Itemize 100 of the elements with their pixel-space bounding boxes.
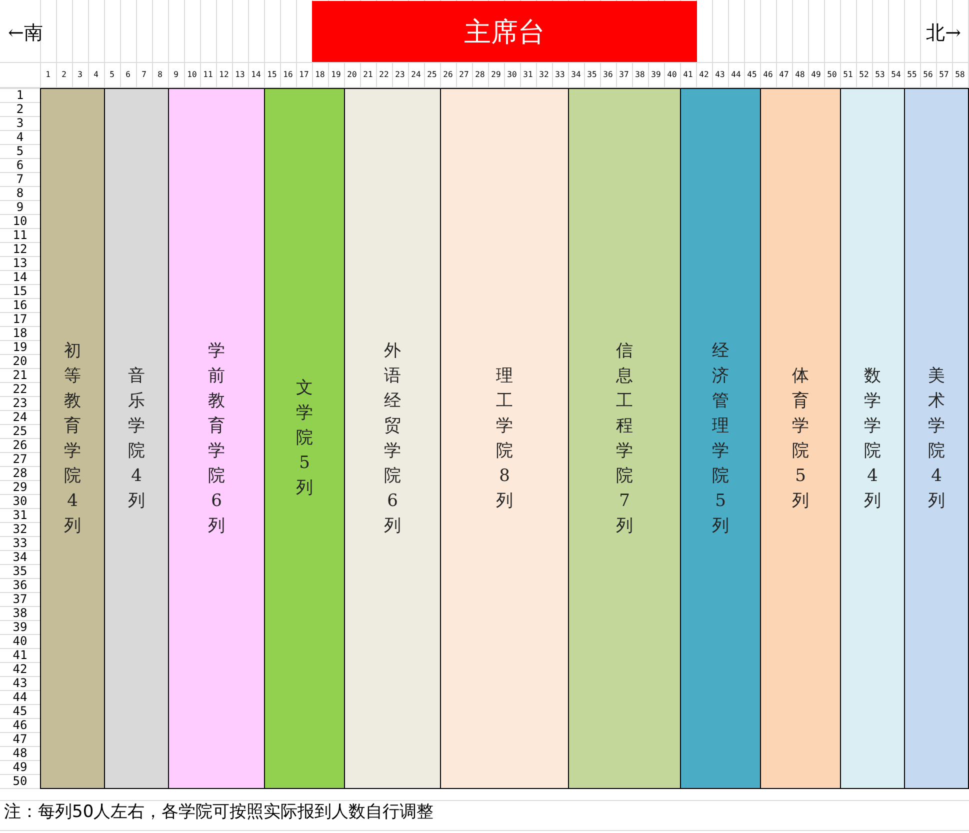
row-number: 7 [15,172,25,186]
row-number: 28 [12,466,28,480]
column-number: 21 [362,69,374,81]
row-number: 42 [12,662,28,676]
row-number: 49 [12,760,28,774]
row-number: 45 [12,704,28,718]
college-band [568,88,681,789]
row-number: 33 [12,536,28,550]
column-number: 2 [60,69,68,81]
direction-text: ←南 [8,21,43,46]
column-number: 9 [172,69,180,81]
column-number: 30 [506,69,518,81]
column-number: 57 [938,69,950,81]
row-number: 12 [12,242,28,256]
column-number: 17 [298,69,310,81]
row-number: 31 [12,508,28,522]
college-name: 信息工程学院7列 [616,340,634,538]
column-number: 49 [810,69,822,81]
column-number: 16 [282,69,294,81]
column-number: 28 [474,69,486,81]
column-number: 54 [890,69,902,81]
row-number: 30 [12,494,28,508]
college-name: 外语经贸学院6列 [384,340,402,538]
row-number: 21 [12,368,28,382]
column-number: 23 [394,69,406,81]
row-number: 23 [12,396,28,410]
column-number: 18 [314,69,326,81]
college-band [168,88,265,789]
column-number: 41 [682,69,694,81]
column-number: 58 [954,69,966,81]
column-number: 33 [554,69,566,81]
row-number: 9 [15,200,25,214]
column-number: 24 [410,69,422,81]
column-number: 10 [186,69,198,81]
row-number: 47 [12,732,28,746]
row-number: 44 [12,690,28,704]
college-name: 体育学院5列 [792,364,810,512]
row-number: 32 [12,522,28,536]
column-number: 13 [234,69,246,81]
column-number: 15 [266,69,278,81]
row-number: 10 [12,214,28,228]
column-number: 25 [426,69,438,81]
row-number: 34 [12,550,28,564]
column-number: 12 [218,69,230,81]
column-number: 38 [634,69,646,81]
row-number: 29 [12,480,28,494]
column-number: 19 [330,69,342,81]
row-number: 11 [12,228,28,242]
column-number: 14 [250,69,262,81]
college-band [440,88,569,789]
column-number: 53 [874,69,886,81]
row-number: 27 [12,452,28,466]
college-band [680,88,761,789]
note-text: 注：每列50人左右，各学院可按照实际报到人数自行调整 [4,801,434,824]
row-number: 4 [15,130,25,144]
college-band [760,88,841,789]
column-number: 31 [522,69,534,81]
column-number: 6 [124,69,132,81]
row-number: 14 [12,270,28,284]
column-number: 47 [778,69,790,81]
column-number: 1 [44,69,52,81]
row-number: 16 [12,298,28,312]
column-number: 39 [650,69,662,81]
college-name: 理工学院8列 [496,364,514,512]
row-number: 25 [12,424,28,438]
college-band [344,88,441,789]
column-number: 7 [140,69,148,81]
column-number: 56 [922,69,934,81]
column-number: 22 [378,69,390,81]
column-number: 37 [618,69,630,81]
row-number: 3 [15,116,25,130]
college-band [40,88,105,789]
college-name: 初等教育学院4列 [64,340,82,538]
college-band [904,88,969,789]
row-number: 13 [12,256,28,270]
column-number: 20 [346,69,358,81]
column-number: 3 [76,69,84,81]
column-number: 45 [746,69,758,81]
row-number: 8 [15,186,25,200]
row-number: 19 [12,340,28,354]
column-number: 40 [666,69,678,81]
college-name: 学前教育学院6列 [208,340,226,538]
column-number: 42 [698,69,710,81]
column-number: 27 [458,69,470,81]
row-number: 2 [15,102,25,116]
college-name: 数学学院4列 [864,364,882,512]
column-number: 46 [762,69,774,81]
column-number: 32 [538,69,550,81]
college-band [104,88,169,789]
column-number: 29 [490,69,502,81]
row-number: 24 [12,410,28,424]
row-number: 5 [15,144,25,158]
direction-text: 北→ [926,21,961,46]
row-number: 20 [12,354,28,368]
column-number: 26 [442,69,454,81]
row-number: 39 [12,620,28,634]
row-number: 41 [12,648,28,662]
column-number: 35 [586,69,598,81]
college-name: 经济管理学院5列 [712,340,730,538]
stage-banner: 主席台 [312,1,697,62]
